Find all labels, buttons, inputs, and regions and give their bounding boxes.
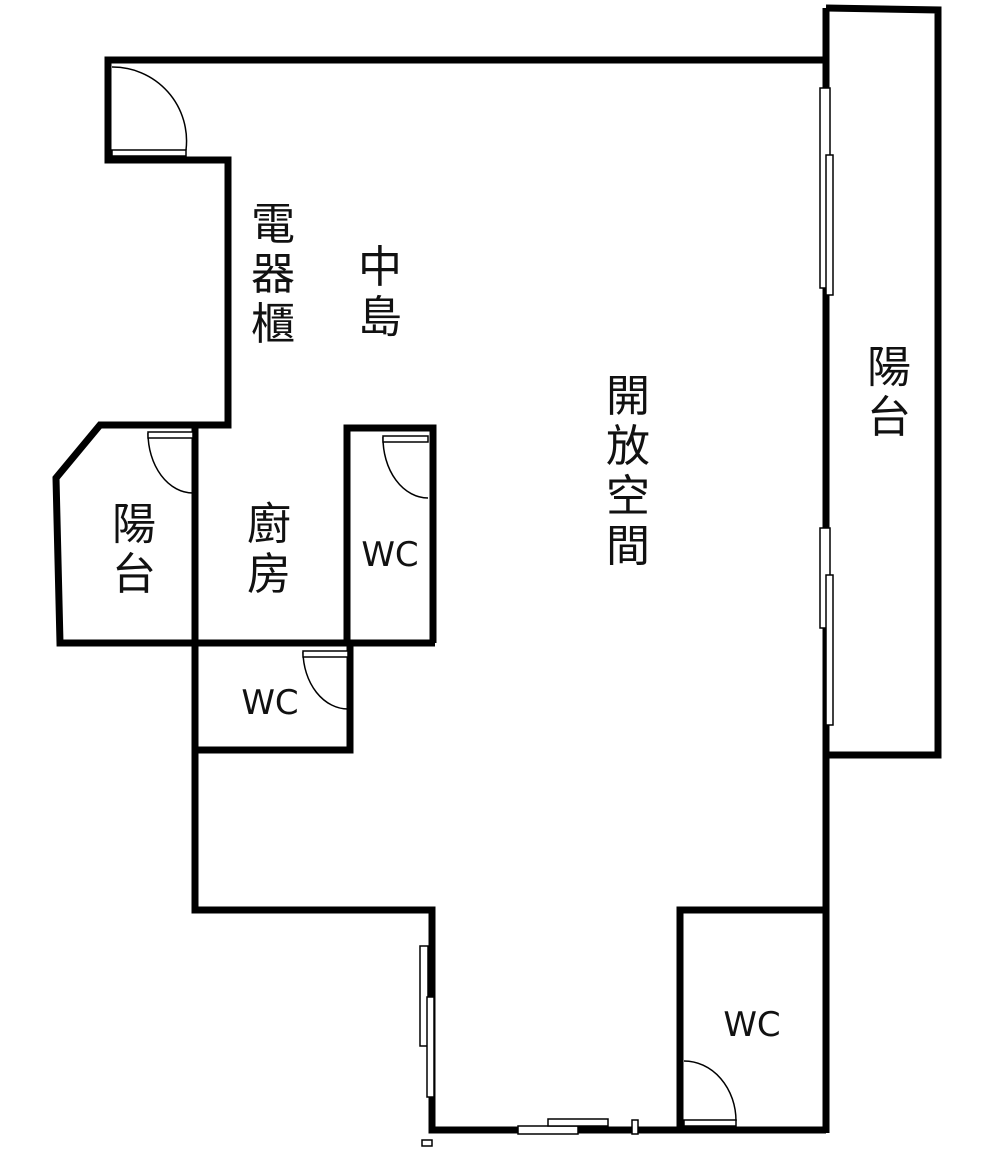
label-balcony-left: 陽台 <box>112 499 156 600</box>
label-balcony-right: 陽台 <box>867 342 911 443</box>
label-wc-bottom: WC <box>723 1005 781 1045</box>
wc-middle-wall <box>195 643 354 754</box>
window <box>426 996 435 1098</box>
window <box>825 154 834 296</box>
door-leaf <box>111 149 187 157</box>
outer-wall <box>52 56 826 647</box>
label-open-space: 開放空間 <box>606 371 650 572</box>
door-arc <box>382 436 429 499</box>
marker <box>421 1139 433 1147</box>
door-arc <box>147 432 194 494</box>
label-wc-middle: WC <box>241 683 299 723</box>
wc-kitchen-wall <box>343 424 437 643</box>
label-island: 中島 <box>358 242 402 343</box>
wc-bottom-wall <box>676 906 826 1130</box>
label-wc-kitchen: WC <box>361 535 419 575</box>
window <box>419 945 429 1047</box>
door-arc <box>683 1060 737 1122</box>
door-arc <box>302 651 349 710</box>
label-appliance-cabinet: 電器櫃 <box>251 199 295 350</box>
door-arc <box>111 66 188 151</box>
door-leaf <box>683 1119 737 1127</box>
door-jamb <box>631 1119 639 1135</box>
label-kitchen: 廚房 <box>247 499 291 600</box>
right-balcony-wall <box>825 4 942 759</box>
sliding-door <box>547 1118 609 1127</box>
sliding-door <box>517 1125 579 1135</box>
door-leaf <box>382 435 429 443</box>
door-leaf <box>302 650 349 658</box>
window <box>825 574 834 726</box>
door-leaf <box>147 431 194 439</box>
